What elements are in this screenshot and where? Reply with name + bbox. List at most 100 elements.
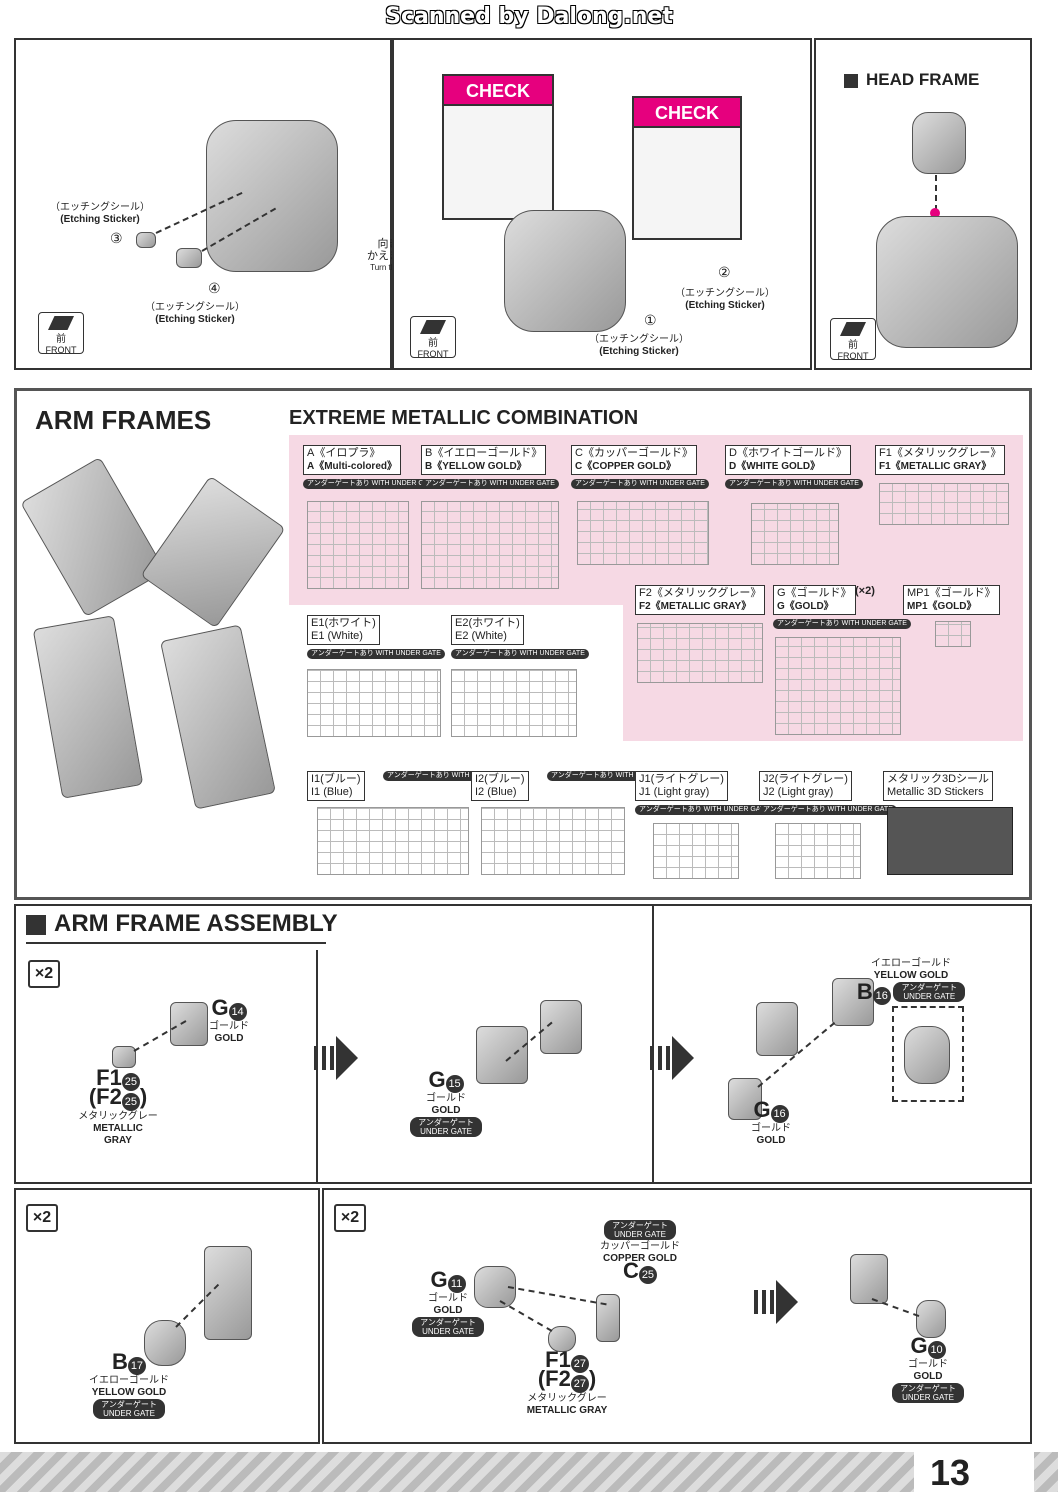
combination-title: EXTREME METALLIC COMBINATION xyxy=(289,407,639,429)
g14-part-image xyxy=(170,1002,208,1046)
f1-25-part-image xyxy=(112,1046,136,1068)
under-gate-tag-g: アンダーゲートあり WITH UNDER GATE xyxy=(773,619,911,629)
assembled-arm-part-image xyxy=(850,1254,888,1304)
under-gate-tag-j2: アンダーゲートあり WITH UNDER GATE xyxy=(759,805,897,815)
runner-label-i2: I2(ブルー)I2 (Blue) xyxy=(471,771,529,801)
sticker-4-number: ④ xyxy=(208,280,221,296)
runner-label-c: C《カッパーゴールド》C《COPPER GOLD》 xyxy=(571,445,697,475)
arm-frames-panel: ARM FRAMES EXTREME METALLIC COMBINATION … xyxy=(14,388,1032,900)
sticker-2-number: ② xyxy=(718,264,731,280)
under-gate-tag-b: アンダーゲートあり WITH UNDER GATE xyxy=(421,479,559,489)
runner-label-d: D《ホワイトゴールド》D《WHITE GOLD》 xyxy=(725,445,851,475)
assembled-arm-part-image xyxy=(756,1002,798,1056)
runner-label-b: B《イエローゴールド》B《YELLOW GOLD》 xyxy=(421,445,547,475)
g16-part-image xyxy=(728,1078,762,1120)
page-number: 13 xyxy=(930,1452,971,1493)
front-arrow-icon xyxy=(48,316,74,330)
runner-label-e2: E2(ホワイト)E2 (White) xyxy=(451,615,524,645)
under-gate-tag-e1: アンダーゲートあり WITH UNDER GATE xyxy=(307,649,445,659)
checkpoint-badge-2: CHECK POINT xyxy=(632,96,742,153)
step-arrow-icon xyxy=(314,1036,358,1080)
checkpoint-inset-2 xyxy=(632,126,742,240)
etching-sticker-4-image xyxy=(176,248,202,268)
runner-e1-image xyxy=(307,669,441,737)
under-gate-tag-a: アンダーゲートあり WITH UNDER GATE xyxy=(303,479,441,489)
runner-c-image xyxy=(577,501,709,565)
quantity-x2-badge: ×2 xyxy=(28,960,60,988)
runner-label-mp1: MP1《ゴールド》MP1《GOLD》 xyxy=(903,585,1000,615)
front-indicator: 前 FRONT xyxy=(410,316,456,359)
step-panel-3: HEAD FRAME 前 FRONT xyxy=(814,38,1032,370)
sticker-1-label: （エッチングシール） (Etching Sticker) xyxy=(589,334,689,357)
metallic-3d-sticker-sheet-image xyxy=(887,807,1013,875)
runner-b-image xyxy=(421,501,559,589)
arm-frames-title: ARM FRAMES xyxy=(35,405,212,435)
runner-j1-image xyxy=(653,823,739,879)
page-number-bg xyxy=(914,1448,1034,1498)
runner-f2-image xyxy=(637,623,763,683)
head-part-image xyxy=(912,112,966,174)
under-gate-tag-i1: アンダーゲートあり WITH UNDER GATE xyxy=(383,771,521,781)
runner-f1-image xyxy=(879,483,1009,525)
etching-sticker-3-image xyxy=(136,232,156,248)
under-gate-tag-d: アンダーゲートあり WITH UNDER GATE xyxy=(725,479,863,489)
g10-part-image xyxy=(916,1300,946,1338)
checkpoint-badge-1: CHECK POINT xyxy=(442,74,554,131)
runner-a-image xyxy=(307,501,409,589)
front-arrow-icon xyxy=(420,320,446,334)
arm-frame-lower-right-image xyxy=(160,624,276,810)
checkpoint-inset-1 xyxy=(442,104,554,220)
assembly-title: ARM FRAME ASSEMBLY xyxy=(26,910,338,938)
front-arrow-icon xyxy=(840,322,866,336)
b16-detail-image xyxy=(904,1026,950,1084)
front-indicator: 前 FRONT xyxy=(38,312,84,355)
g15-part-image xyxy=(540,1000,582,1054)
f1-27-part-image xyxy=(548,1326,576,1352)
head-frame-title: HEAD FRAME xyxy=(844,70,979,90)
step-arrow-icon xyxy=(754,1280,798,1324)
runner-i1-image xyxy=(317,807,469,875)
runner-g-image xyxy=(775,637,901,735)
head-arrow xyxy=(935,175,937,211)
b16-part-image xyxy=(832,978,874,1026)
sticker-4-label: （エッチングシール） (Etching Sticker) xyxy=(145,302,245,325)
runner-label-e1: E1(ホワイト)E1 (White) xyxy=(307,615,380,645)
arm-frame-lower-left-image xyxy=(32,615,144,799)
under-gate-tag-j1: アンダーゲートあり WITH UNDER GATE xyxy=(635,805,773,815)
assembly-arrow xyxy=(871,1298,920,1318)
section-square-icon xyxy=(844,73,858,88)
assembly-arrow xyxy=(499,1300,553,1332)
c25-part-image xyxy=(596,1294,620,1342)
runner-j2-image xyxy=(775,823,861,879)
step-divider xyxy=(652,906,654,1184)
runner-label-f1: F1《メタリックグレー》F1《METALLIC GRAY》 xyxy=(875,445,1006,475)
g11-part-image xyxy=(474,1266,516,1308)
step-panel-1: （エッチングシール） (Etching Sticker) ③ （エッチングシール… xyxy=(14,38,392,370)
front-indicator: 前 FRONT xyxy=(830,318,876,361)
runner-label-f2: F2《メタリックグレー》F2《METALLIC GRAY》 xyxy=(635,585,766,615)
sticker-1-number: ① xyxy=(644,312,657,328)
under-gate-tag-c: アンダーゲートあり WITH UNDER GATE xyxy=(571,479,709,489)
g15-assembled-image xyxy=(476,1026,528,1084)
step-arrow-icon xyxy=(650,1036,694,1080)
runner-e2-image xyxy=(451,669,577,737)
runner-label-i1: I1(ブルー)I1 (Blue) xyxy=(307,771,365,801)
runner-g-count: (×2) xyxy=(855,585,875,597)
runner-label-a: A《イロプラ》A《Multi-colored》 xyxy=(303,445,401,475)
sticker-3-number: ③ xyxy=(110,230,123,246)
under-gate-tag-e2: アンダーゲートあり WITH UNDER GATE xyxy=(451,649,589,659)
runner-d-image xyxy=(751,503,839,565)
